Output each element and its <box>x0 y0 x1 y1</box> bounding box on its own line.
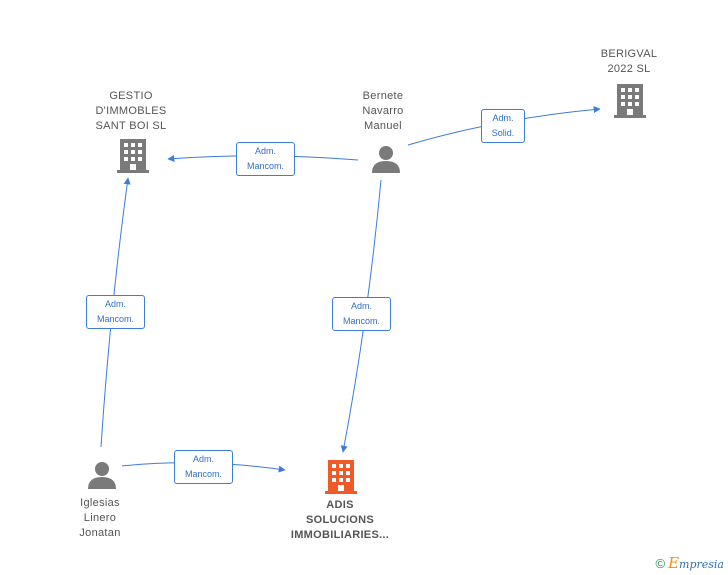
copyright-icon: © <box>655 556 666 571</box>
edge-label-iglesias-adis[interactable]: Adm. Mancom. <box>174 450 233 484</box>
brand-logo-text: mpresia <box>679 558 724 571</box>
person-icon-iglesias[interactable] <box>88 462 116 489</box>
building-icon-berigval[interactable] <box>614 84 646 118</box>
building-icon-gestio[interactable] <box>117 139 149 173</box>
node-label-bernete[interactable]: Bernete Navarro Manuel <box>362 90 404 132</box>
building-icon-adis[interactable] <box>325 460 357 494</box>
node-label-iglesias[interactable]: Iglesias Linero Jonatan <box>79 497 121 539</box>
edge-label-iglesias-gestio[interactable]: Adm. Mancom. <box>86 295 145 329</box>
node-label-adis[interactable]: ADIS SOLUCIONS IMMOBILIARIES... <box>290 499 390 541</box>
brand-logo-e: E <box>668 554 680 572</box>
person-icon-bernete[interactable] <box>372 146 400 173</box>
node-label-berigval[interactable]: BERIGVAL 2022 SL <box>600 48 658 75</box>
edge-label-bernete-adis[interactable]: Adm. Mancom. <box>332 297 391 331</box>
edge-label-bernete-gestio[interactable]: Adm. Mancom. <box>236 142 295 176</box>
edge-label-bernete-berigval[interactable]: Adm. Solid. <box>481 109 525 143</box>
brand-footer[interactable]: ©Empresia <box>655 554 724 572</box>
node-label-gestio[interactable]: GESTIO D'IMMOBLES SANT BOI SL <box>95 90 167 132</box>
